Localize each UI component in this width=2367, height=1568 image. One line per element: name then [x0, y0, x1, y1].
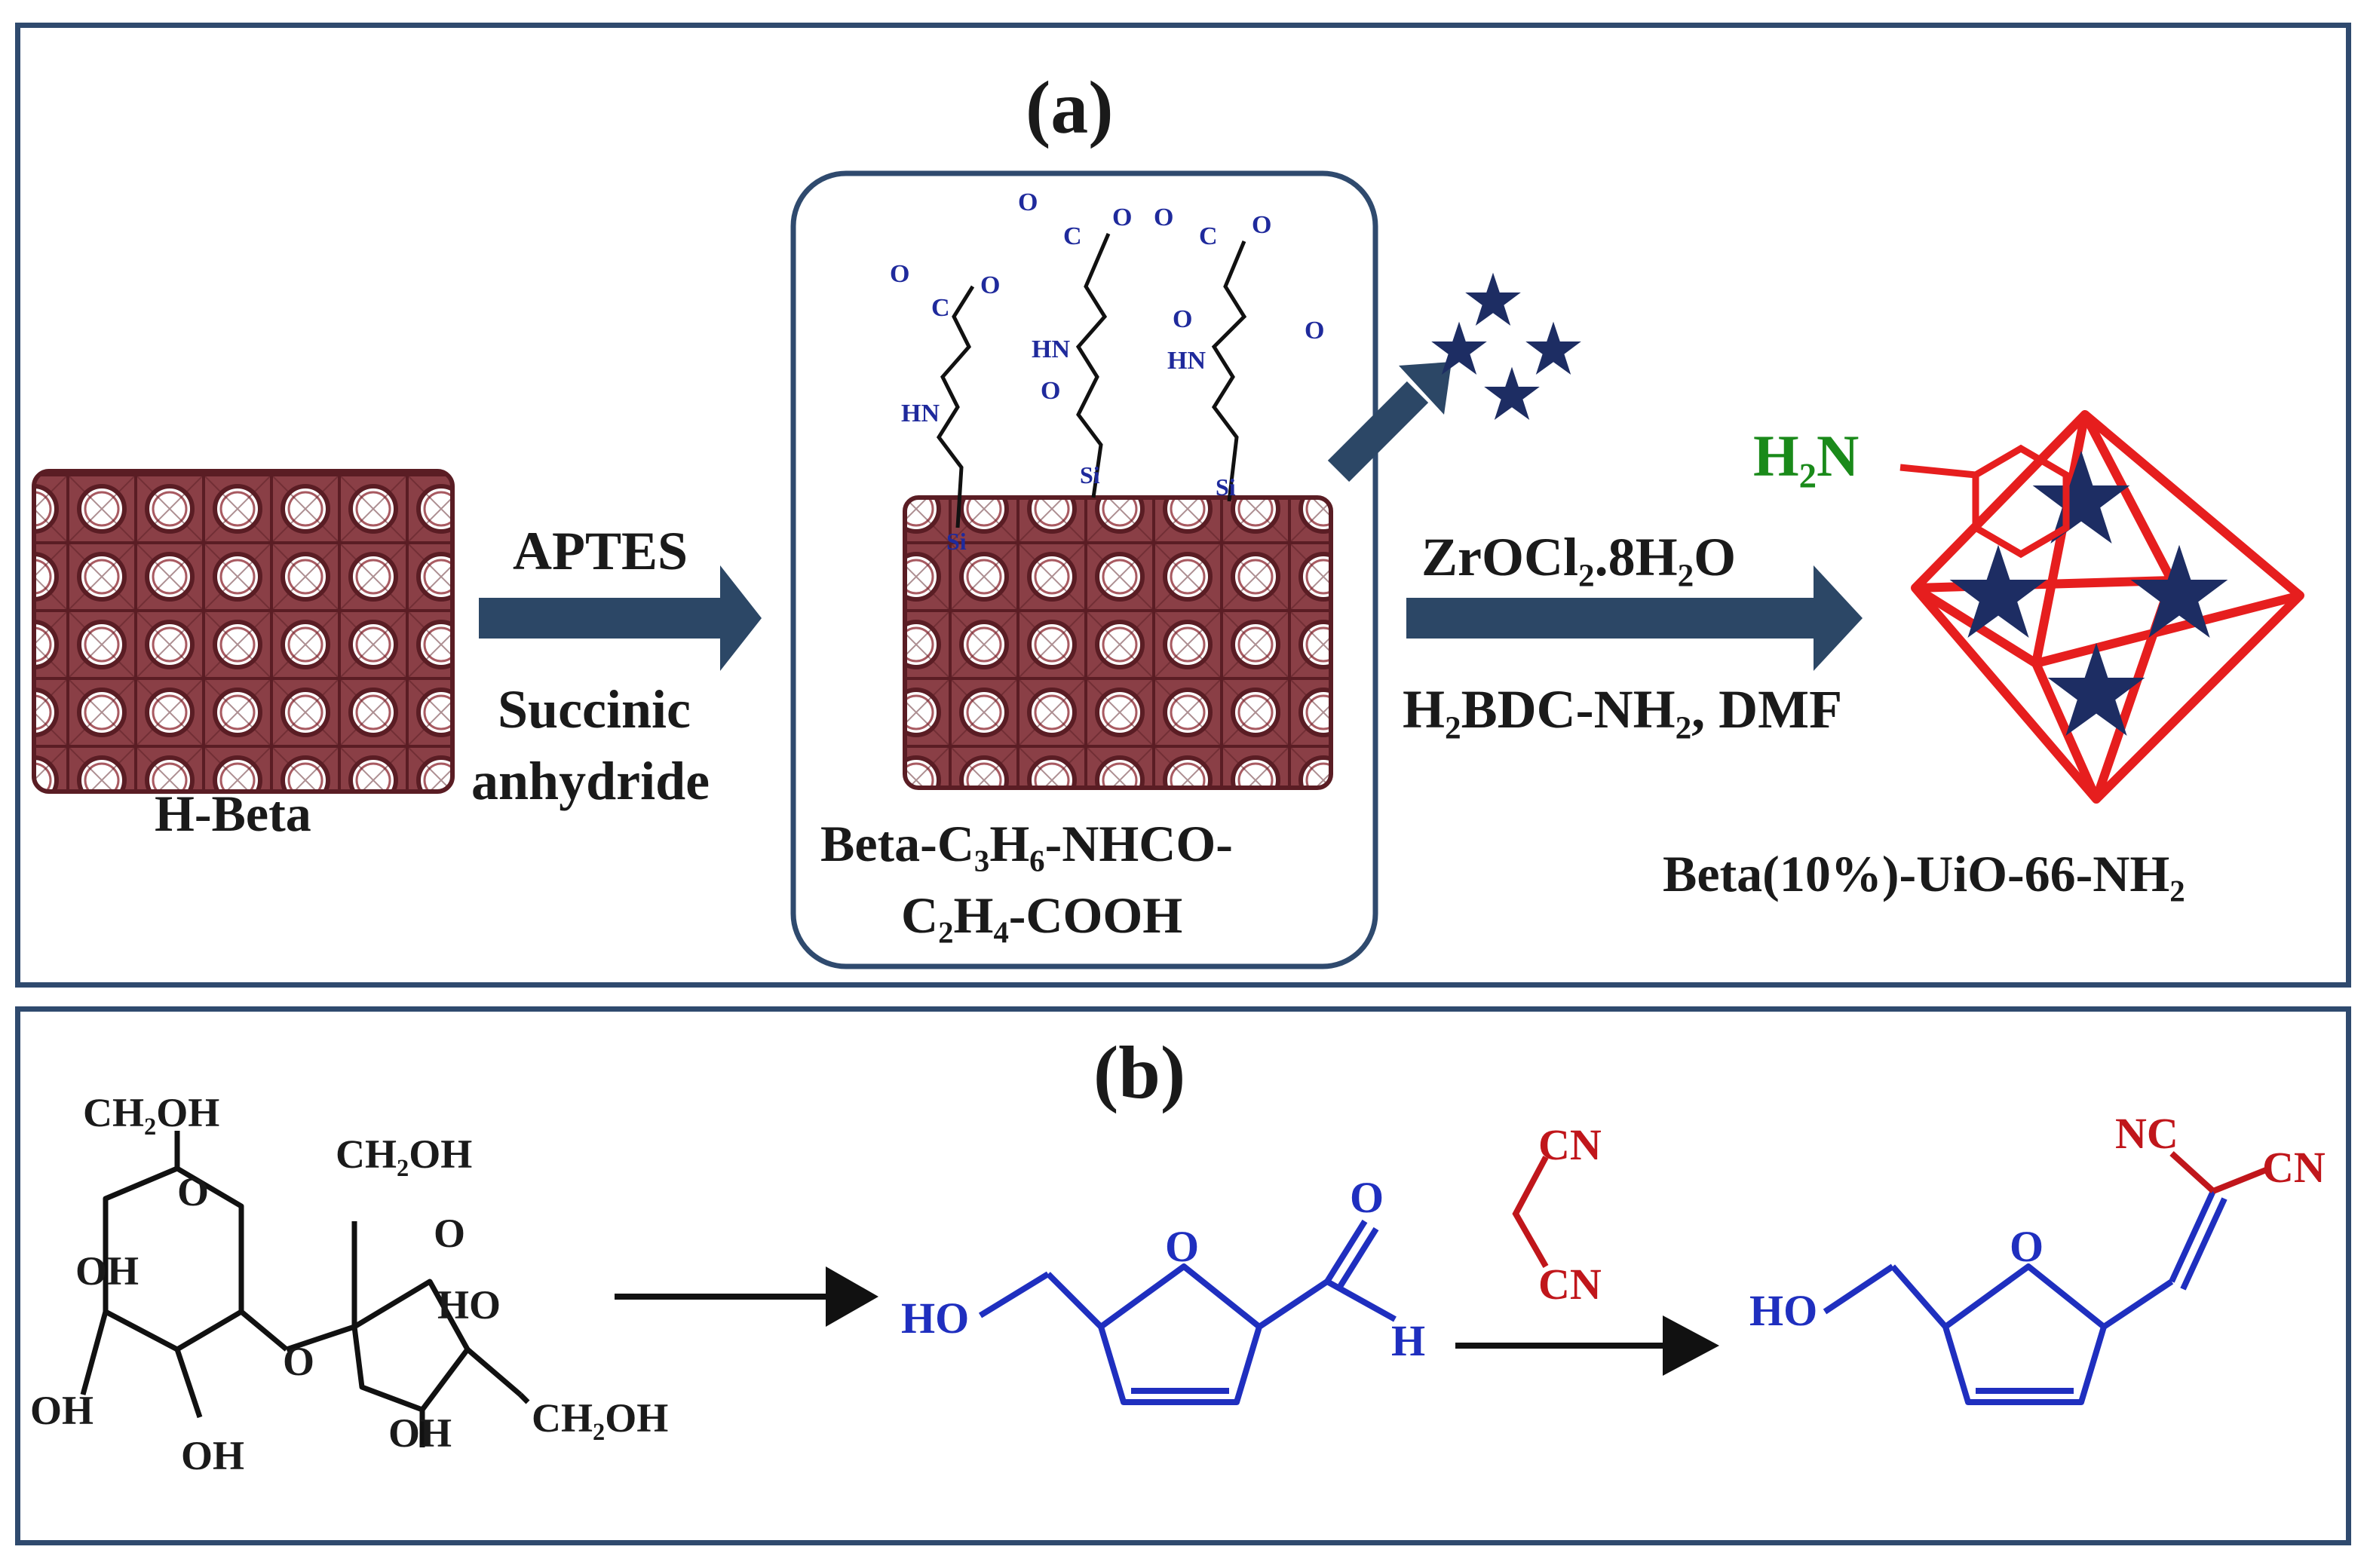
aminobenzene-ring	[1899, 444, 2070, 559]
linker-o-1: O	[890, 260, 910, 288]
linker-chains	[936, 233, 1247, 528]
sucrose-o-ring-1: O	[177, 1169, 210, 1214]
functionalized-zeolite	[903, 495, 1333, 790]
panel-b-tag: (b)	[1093, 1031, 1186, 1114]
sucrose-o-ring-2: O	[434, 1211, 466, 1256]
zrocl2-label: ZrOCl₂.8H₂O	[1421, 527, 1737, 587]
sucrose-ho-1: HO	[437, 1282, 501, 1328]
arrow-step1	[479, 565, 762, 671]
linker-o-2: O	[980, 271, 1001, 299]
arrow-step2	[1406, 565, 1863, 671]
panel-b	[15, 1006, 2351, 1545]
linker-si-2: Si	[1080, 461, 1100, 488]
panel-a-tag: (a)	[1026, 66, 1114, 149]
product-nc: NC	[2115, 1109, 2178, 1158]
product-cn: CN	[2262, 1143, 2326, 1192]
sucrose-ch2oh-2: CH₂OH	[336, 1132, 473, 1177]
linker-o-5: O	[1154, 204, 1174, 231]
linker-c-1: C	[931, 294, 950, 322]
sucrose-o-bridge: O	[283, 1339, 315, 1384]
sucrose-oh-4: OH	[388, 1410, 452, 1456]
succinic-label: Succinic	[498, 679, 691, 740]
hmf-ho: HO	[901, 1294, 970, 1343]
malononitrile-structure	[1512, 1156, 1549, 1268]
h-beta-label: H-Beta	[155, 785, 311, 842]
linker-o-7: O	[1041, 377, 1061, 405]
sucrose-ch2oh-1: CH₂OH	[83, 1090, 220, 1135]
sucrose-oh-2: OH	[30, 1388, 94, 1433]
linker-o-3: O	[1018, 188, 1038, 216]
product-ho: HO	[1749, 1286, 1818, 1335]
hmf-structure	[978, 1219, 1397, 1405]
linker-si-3: Si	[1216, 473, 1236, 501]
hmf-aldehyde-o: O	[1350, 1173, 1384, 1222]
arrow-stars-out	[1327, 362, 1452, 482]
malononitrile-cn-2: CN	[1538, 1260, 1602, 1309]
linker-hn-1: HN	[901, 400, 940, 427]
arrow-hmf-to-product	[1455, 1315, 1719, 1376]
linker-si-1: Si	[946, 528, 967, 555]
linker-hn-3: HN	[1167, 347, 1206, 375]
hmf-ring-o: O	[1165, 1222, 1200, 1271]
linker-o-4: O	[1112, 204, 1133, 231]
h-beta-zeolite	[32, 469, 455, 794]
arrow-sucrose-to-hmf	[615, 1266, 878, 1327]
sucrose-oh-3: OH	[181, 1433, 245, 1478]
sucrose-oh-1: OH	[75, 1248, 140, 1294]
malononitrile-cn-1: CN	[1538, 1120, 1602, 1169]
sucrose-structure	[80, 1131, 530, 1447]
linker-c-3: C	[1199, 222, 1218, 250]
anhydride-label: anhydride	[471, 751, 710, 811]
hmf-aldehyde-h: H	[1391, 1316, 1426, 1365]
linker-o-6: O	[1252, 211, 1272, 239]
linker-o-9: O	[1305, 317, 1325, 345]
product-structure	[1823, 1151, 2271, 1405]
product-label: Beta(10%)-UiO-66-NH₂	[1663, 845, 2185, 902]
linker-o-8: O	[1173, 305, 1193, 333]
sucrose-ch2oh-3: CH₂OH	[532, 1395, 669, 1441]
uio-66-octahedron	[1911, 410, 2304, 804]
functionalized-label-line2: C₂H₄-COOH	[901, 887, 1183, 944]
product-ring-o: O	[2010, 1222, 2044, 1271]
linker-hn-2: HN	[1032, 335, 1070, 363]
aptes-label: APTES	[513, 521, 688, 581]
amine-group-label: H₂N	[1753, 423, 1860, 488]
functionalized-label-line1: Beta-C₃H₆-NHCO-	[820, 815, 1233, 872]
linker-dmf-label: H₂BDC-NH₂, DMF	[1403, 679, 1843, 740]
linker-c-2: C	[1063, 222, 1082, 250]
